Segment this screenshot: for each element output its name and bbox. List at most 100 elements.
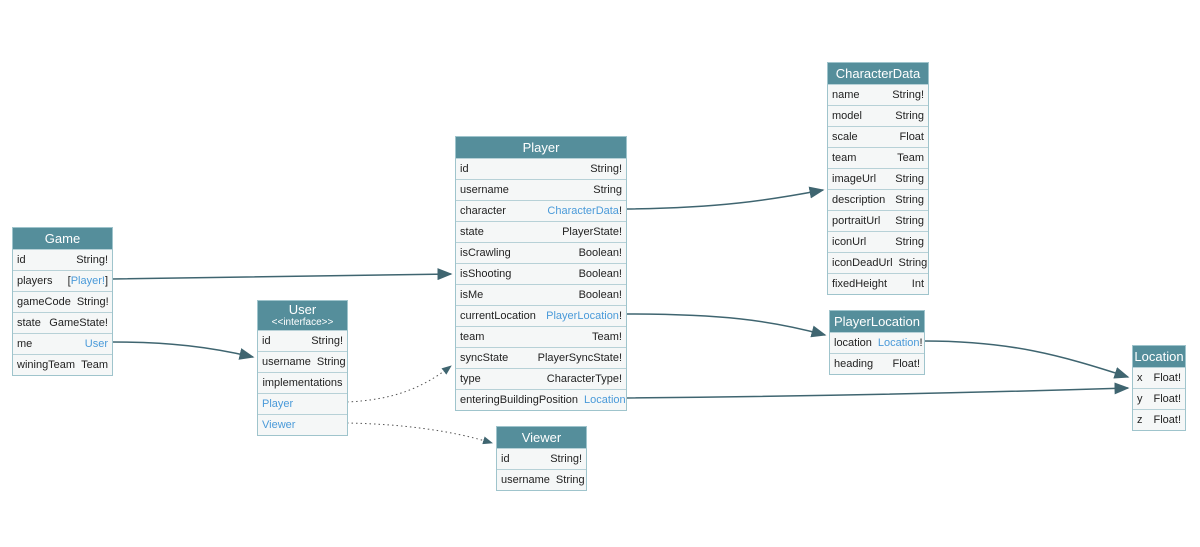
field-type: Float! (1153, 414, 1181, 426)
field-type[interactable]: Location! (878, 337, 923, 349)
implementation-player[interactable]: Player (258, 393, 347, 414)
field-type-label: Team (897, 152, 924, 164)
field-row-players[interactable]: players[Player!] (13, 270, 112, 291)
field-name: isMe (460, 289, 484, 301)
field-name: team (832, 152, 857, 164)
field-name: isShooting (460, 268, 512, 280)
node-header[interactable]: Viewer (497, 427, 586, 448)
field-type: String! (550, 453, 582, 465)
edge-player-currentlocation-to-playerlocation[interactable] (625, 313, 827, 338)
field-type-link[interactable]: Player! (70, 275, 105, 287)
field-type[interactable]: [Player!] (68, 275, 108, 287)
edge-game-me-to-user[interactable] (111, 341, 255, 360)
edge-player-enteringbuildingposition-to-location[interactable] (625, 382, 1130, 399)
field-row-model[interactable]: model String (828, 105, 928, 126)
field-type-label: String (593, 184, 622, 196)
node-header[interactable]: Location (1133, 346, 1185, 367)
field-row-isMe[interactable]: isMe Boolean! (456, 284, 626, 305)
field-type[interactable]: Location (584, 394, 626, 406)
field-type-label: Boolean! (578, 289, 622, 301)
field-type-label: Int (911, 278, 924, 290)
field-type-label: String (555, 474, 585, 486)
field-name: username (262, 356, 311, 368)
field-type: Float! (892, 358, 920, 370)
implementation-link[interactable]: Viewer (262, 419, 296, 431)
implementation-link[interactable]: Player (262, 398, 294, 410)
field-type-link[interactable]: Location (584, 394, 626, 406)
edge-game-players-to-player[interactable] (111, 268, 453, 281)
field-name: winingTeam (17, 359, 76, 371)
field-name: enteringBuildingPosition (460, 394, 579, 406)
node-header[interactable]: Player (456, 137, 626, 158)
field-name: model (832, 110, 862, 122)
node-header[interactable]: User<<interface>> (258, 301, 347, 330)
node-header[interactable]: PlayerLocation (830, 311, 924, 332)
field-type-label: Float! (1153, 393, 1181, 405)
field-type[interactable]: User (85, 338, 108, 350)
field-type-link[interactable]: CharacterData (547, 205, 619, 217)
field-type-label: String (895, 110, 924, 122)
implementation-viewer[interactable]: Viewer (258, 414, 347, 435)
field-type-label: String (898, 257, 928, 269)
field-row-enteringBuildingPosition[interactable]: enteringBuildingPosition Location (456, 389, 626, 410)
field-type-link[interactable]: User (84, 338, 108, 350)
field-type[interactable]: CharacterData! (547, 205, 622, 217)
field-type: String (895, 194, 924, 206)
node-header[interactable]: Game (13, 228, 112, 249)
field-type-label: String (895, 173, 924, 185)
field-name: portraitUrl (832, 215, 881, 227)
edge-player-character-to-characterdata[interactable] (625, 186, 825, 210)
field-row-team[interactable]: team Team (828, 147, 928, 168)
field-type-label: Float (899, 131, 924, 143)
field-type[interactable]: PlayerLocation! (546, 310, 622, 322)
edge-user-impl-player[interactable] (346, 365, 452, 403)
node-header[interactable]: CharacterData (828, 63, 928, 84)
edge-user-impl-viewer[interactable] (346, 422, 493, 445)
field-type-label: String! (892, 89, 924, 101)
edge-playerlocation-location-to-location[interactable] (923, 340, 1130, 379)
field-type-link[interactable]: PlayerLocation (546, 310, 619, 322)
field-type: CharacterType! (547, 373, 622, 385)
field-type-link[interactable]: Location (877, 337, 920, 349)
field-type: Float! (1153, 393, 1181, 405)
